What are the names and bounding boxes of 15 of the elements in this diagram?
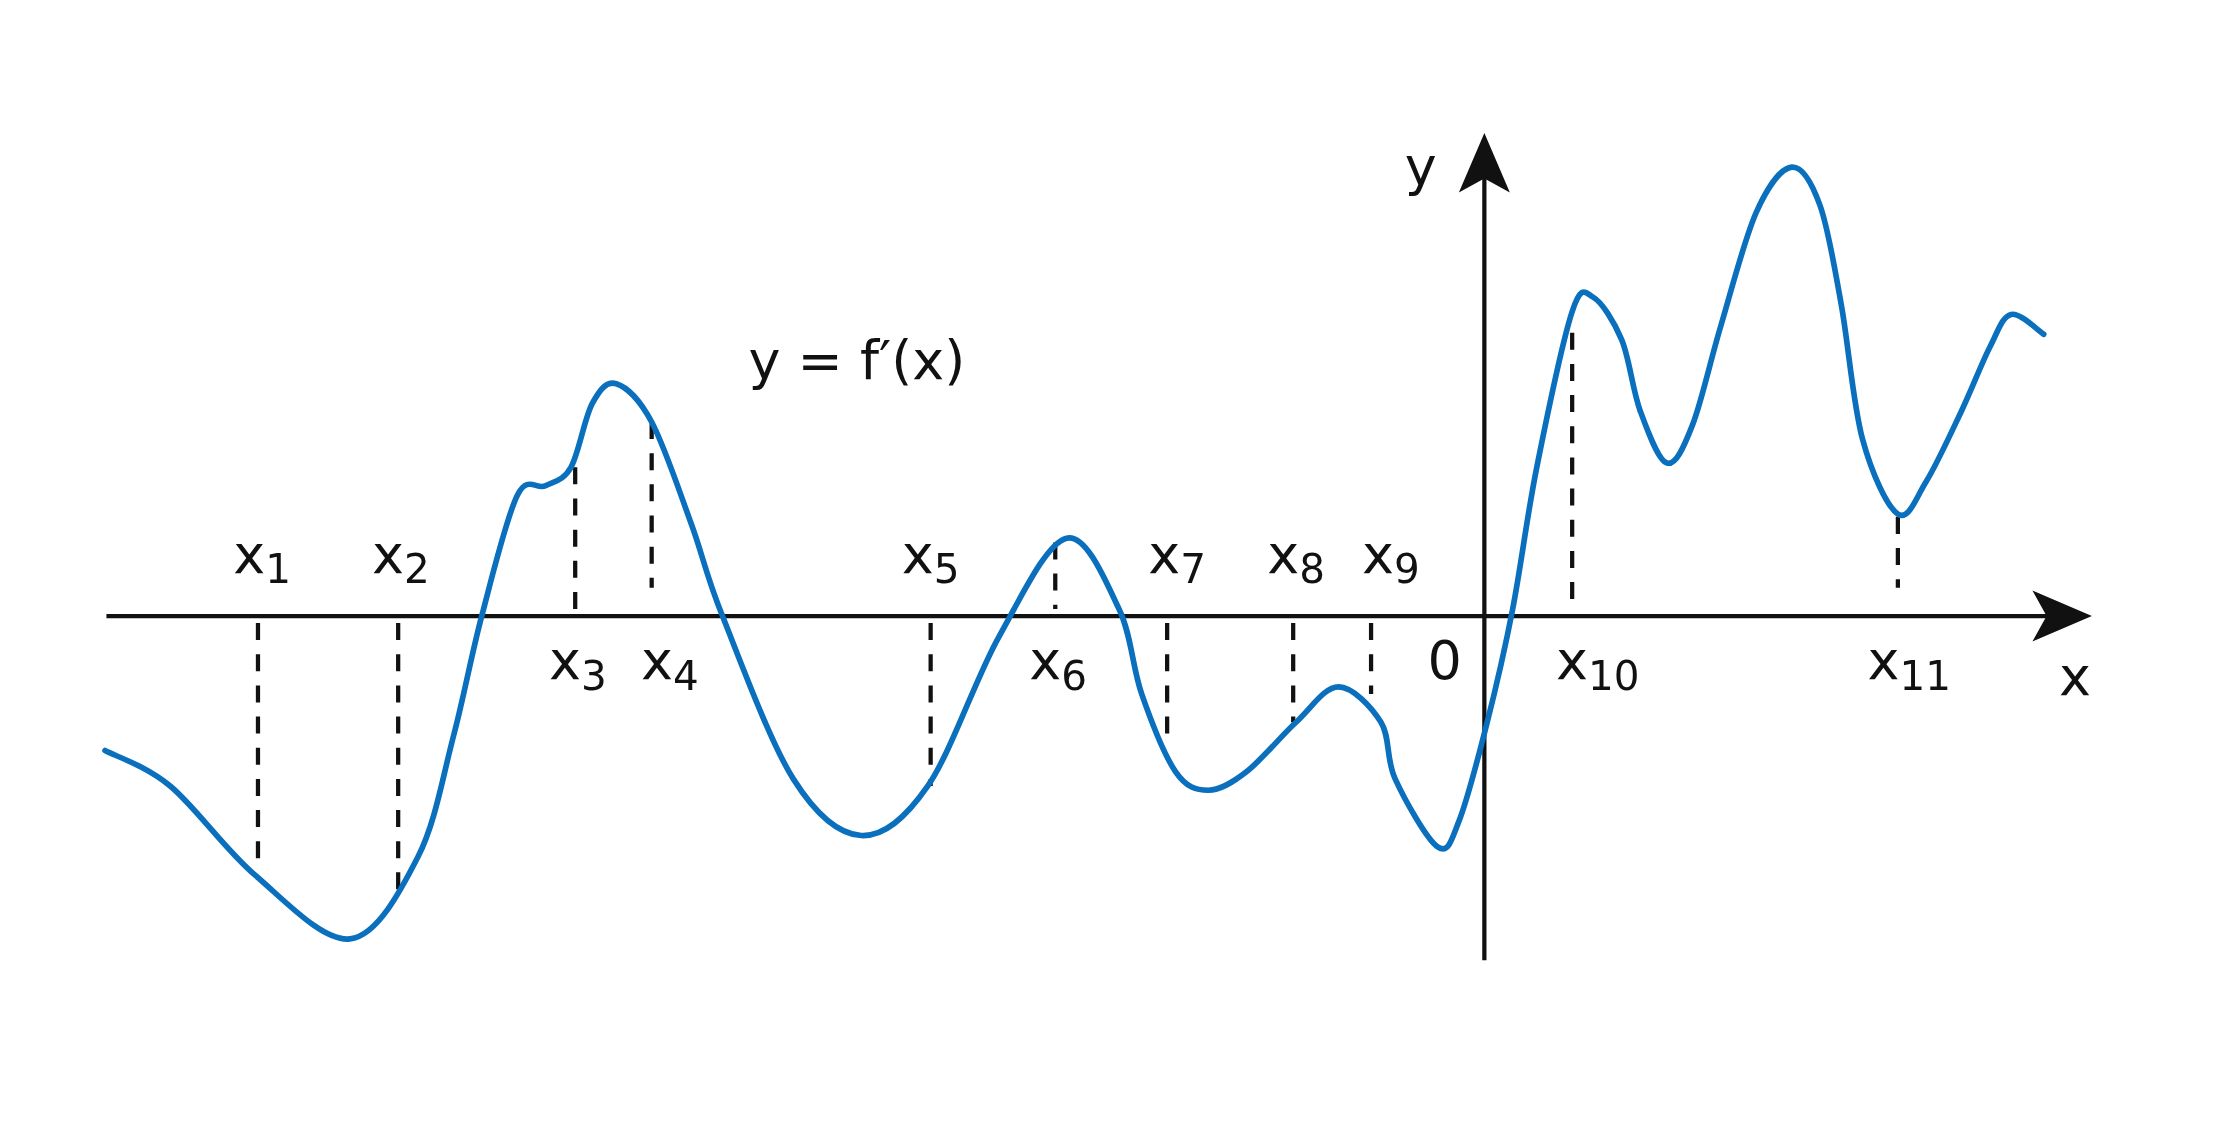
point-label: x$_{4}$ [641, 634, 699, 689]
point-label: x$_{5}$ [901, 528, 960, 583]
point-label: x$_{7}$ [1148, 528, 1206, 583]
point-label: x$_{6}$ [1029, 634, 1087, 689]
point-label: x$_{11}$ [1867, 634, 1952, 689]
origin-label: 0 [1427, 634, 1462, 689]
point-label: x$_{1}$ [233, 528, 291, 583]
point-label: x$_{8}$ [1267, 528, 1325, 583]
axis-label: y [1404, 140, 1437, 195]
function-label: y = f′(x) [748, 334, 966, 389]
point-label: x$_{3}$ [549, 634, 607, 689]
axis-label: x [2059, 650, 2092, 705]
point-label: x$_{9}$ [1362, 528, 1420, 583]
point-label: x$_{10}$ [1556, 634, 1640, 689]
point-label: x$_{2}$ [371, 528, 430, 583]
